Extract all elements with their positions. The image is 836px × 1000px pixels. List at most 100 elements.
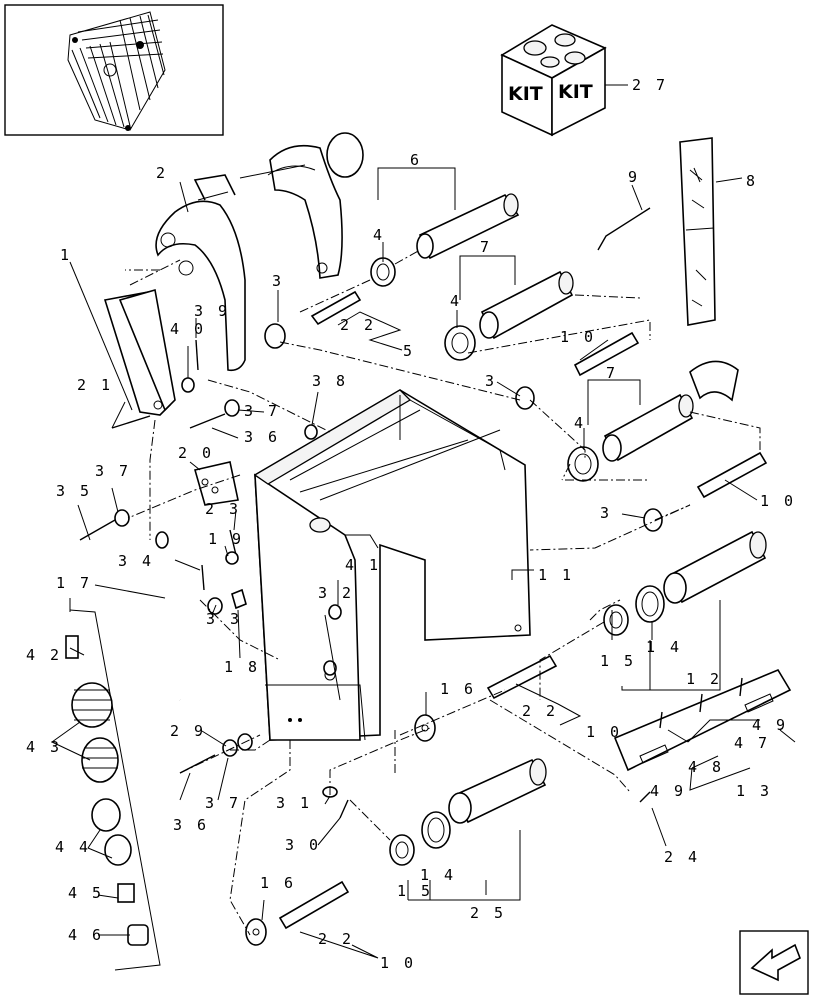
overview-thumbnail[interactable] (4, 4, 224, 136)
callout-c25[interactable]: 2 5 (470, 904, 506, 922)
callout-c13[interactable]: 1 3 (736, 782, 772, 800)
baler-rotor-overview-icon (67, 11, 166, 131)
callout-c9[interactable]: 9 (628, 168, 640, 186)
part-12-roller (663, 530, 767, 604)
part-1-side-plate (103, 288, 176, 416)
callout-c27[interactable]: 2 7 (632, 76, 668, 94)
part-25-roller (448, 758, 547, 824)
callout-c23[interactable]: 2 3 (205, 500, 241, 518)
part-15-bearing-b (389, 834, 415, 866)
callout-c12[interactable]: 1 2 (686, 670, 722, 688)
callout-c8[interactable]: 8 (746, 172, 758, 190)
part-14-seal-a (635, 585, 665, 623)
callout-c7b[interactable]: 7 (606, 364, 618, 382)
callout-c3b[interactable]: 3 (485, 372, 497, 390)
callout-c41[interactable]: 4 1 (345, 556, 381, 574)
callout-c48[interactable]: 4 8 (688, 758, 724, 776)
callout-c37c[interactable]: 3 7 (205, 794, 241, 812)
callout-c29[interactable]: 2 9 (170, 722, 206, 740)
part-7-roller-b (602, 393, 694, 462)
callout-c49a[interactable]: 4 9 (752, 716, 788, 734)
kit-label-left: KIT (508, 83, 543, 105)
part-20-bracket (193, 461, 239, 506)
part-7-roller-a (479, 270, 574, 340)
callout-c4b[interactable]: 4 (450, 292, 462, 310)
callout-c10b[interactable]: 1 0 (760, 492, 796, 510)
callout-c35[interactable]: 3 5 (56, 482, 92, 500)
callout-c46[interactable]: 4 6 (68, 926, 104, 944)
callout-c36a[interactable]: 3 6 (244, 428, 280, 446)
callout-c3c[interactable]: 3 (600, 504, 612, 522)
callout-c4a[interactable]: 4 (373, 226, 385, 244)
part-2-rotor-arm-rear (239, 132, 364, 279)
callout-c21[interactable]: 2 1 (77, 376, 113, 394)
callout-c5[interactable]: 5 (403, 342, 415, 360)
callout-c10d[interactable]: 1 0 (380, 954, 416, 972)
callout-c1[interactable]: 1 (60, 246, 72, 264)
callout-c47[interactable]: 4 7 (734, 734, 770, 752)
part-14-seal-b (421, 811, 451, 849)
callout-c22c[interactable]: 2 2 (318, 930, 354, 948)
callout-c43[interactable]: 4 3 (26, 738, 62, 756)
spring-kit-bracket (69, 609, 161, 971)
part-4-bearing-b (444, 325, 476, 361)
part-16-flange-b (245, 918, 267, 946)
callout-c40[interactable]: 4 0 (170, 320, 206, 338)
kit-label-right: KIT (558, 81, 593, 103)
callout-c22b[interactable]: 2 2 (522, 702, 558, 720)
callout-c14b[interactable]: 1 4 (420, 866, 456, 884)
callout-c34[interactable]: 3 4 (118, 552, 154, 570)
callout-c15a[interactable]: 1 5 (600, 652, 636, 670)
callout-c32[interactable]: 3 2 (318, 584, 354, 602)
part-22-pin-b (486, 654, 558, 700)
callout-c16a[interactable]: 1 6 (440, 680, 476, 698)
callout-c44[interactable]: 4 4 (55, 838, 91, 856)
callout-c30[interactable]: 3 0 (285, 836, 321, 854)
bushing-cap (689, 360, 739, 402)
callout-c22a[interactable]: 2 2 (340, 316, 376, 334)
part-18-block (231, 588, 247, 610)
callout-c39[interactable]: 3 9 (194, 302, 230, 320)
callout-c37a[interactable]: 3 7 (244, 402, 280, 420)
callout-c10a[interactable]: 1 0 (560, 328, 596, 346)
callout-c10c[interactable]: 1 0 (586, 723, 622, 741)
part-15-bearing-a (603, 604, 629, 636)
callout-c3a[interactable]: 3 (272, 272, 284, 290)
callout-c38[interactable]: 3 8 (312, 372, 348, 390)
callout-c14a[interactable]: 1 4 (646, 638, 682, 656)
part-16-flange-a (414, 714, 436, 742)
callout-c18[interactable]: 1 8 (224, 658, 260, 676)
callout-c36b[interactable]: 3 6 (173, 816, 209, 834)
callout-c24[interactable]: 2 4 (664, 848, 700, 866)
callout-c42[interactable]: 4 2 (26, 646, 62, 664)
callout-c49b[interactable]: 4 9 (650, 782, 686, 800)
part-4-bearing-a (370, 257, 396, 287)
part-22-pin-c (278, 880, 350, 930)
callout-c37b[interactable]: 3 7 (95, 462, 131, 480)
part-17-spring (155, 531, 182, 702)
callout-c20[interactable]: 2 0 (178, 444, 214, 462)
callout-c2[interactable]: 2 (156, 164, 168, 182)
callout-c11[interactable]: 1 1 (538, 566, 574, 584)
callout-leader-lines (51, 167, 796, 959)
assembly-centerlines (125, 249, 761, 936)
part-8-strip (679, 137, 716, 326)
part-10-shaft-a (573, 331, 640, 377)
callout-c4c[interactable]: 4 (574, 414, 586, 432)
callout-c19[interactable]: 1 9 (208, 530, 244, 548)
part-9-wire (597, 207, 651, 251)
callout-c16b[interactable]: 1 6 (260, 874, 296, 892)
part-22-pin (310, 290, 362, 326)
callout-c45[interactable]: 4 5 (68, 884, 104, 902)
callout-c33[interactable]: 3 3 (206, 610, 242, 628)
spring-kit-parts (65, 635, 149, 946)
callout-c17[interactable]: 1 7 (56, 574, 92, 592)
callout-c6[interactable]: 6 (410, 151, 422, 169)
part-13-plate (613, 668, 792, 772)
callout-c31[interactable]: 3 1 (276, 794, 312, 812)
next-page-arrow-icon[interactable] (739, 930, 809, 995)
callout-c15b[interactable]: 1 5 (397, 882, 433, 900)
callout-c7a[interactable]: 7 (480, 238, 492, 256)
